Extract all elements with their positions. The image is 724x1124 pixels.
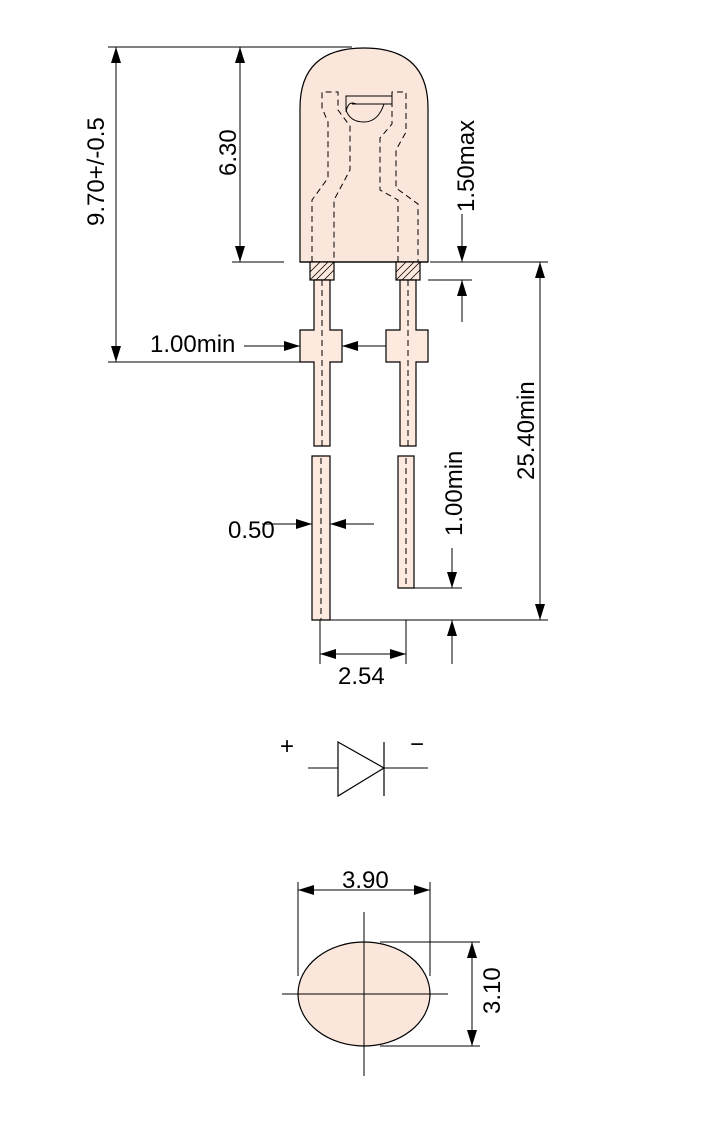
wire-bond xyxy=(345,102,357,113)
left-lead xyxy=(299,279,343,447)
dim-lead-diff: 1.00min xyxy=(441,451,468,536)
dim-lead-pitch: 2.54 xyxy=(338,663,385,690)
left-lead-frame xyxy=(311,91,351,262)
diode-triangle xyxy=(337,740,386,798)
led-side-view xyxy=(299,47,429,621)
dim-body-height: 6.30 xyxy=(215,129,242,176)
cathode-sign: − xyxy=(410,731,424,758)
dim-lead-width: 0.50 xyxy=(228,517,275,544)
led-top-view xyxy=(282,882,480,1076)
right-lead-exit xyxy=(395,261,421,281)
dim-flange-max: 1.50max xyxy=(453,120,480,212)
dim-standoff: 1.00min xyxy=(150,331,235,358)
left-lead-exit xyxy=(309,261,335,281)
dimension-lines xyxy=(108,46,548,664)
dim-total-height: 9.70+/-0.5 xyxy=(83,117,110,226)
dim-lens-width: 3.90 xyxy=(342,867,389,894)
right-lead xyxy=(385,279,429,447)
dim-lens-height: 3.10 xyxy=(479,967,506,1014)
diode-symbol: + − xyxy=(280,731,428,798)
right-lead-frame xyxy=(379,91,419,262)
anode-sign: + xyxy=(280,733,294,760)
led-body xyxy=(299,47,429,263)
dim-lead-length: 25.40min xyxy=(513,381,540,480)
